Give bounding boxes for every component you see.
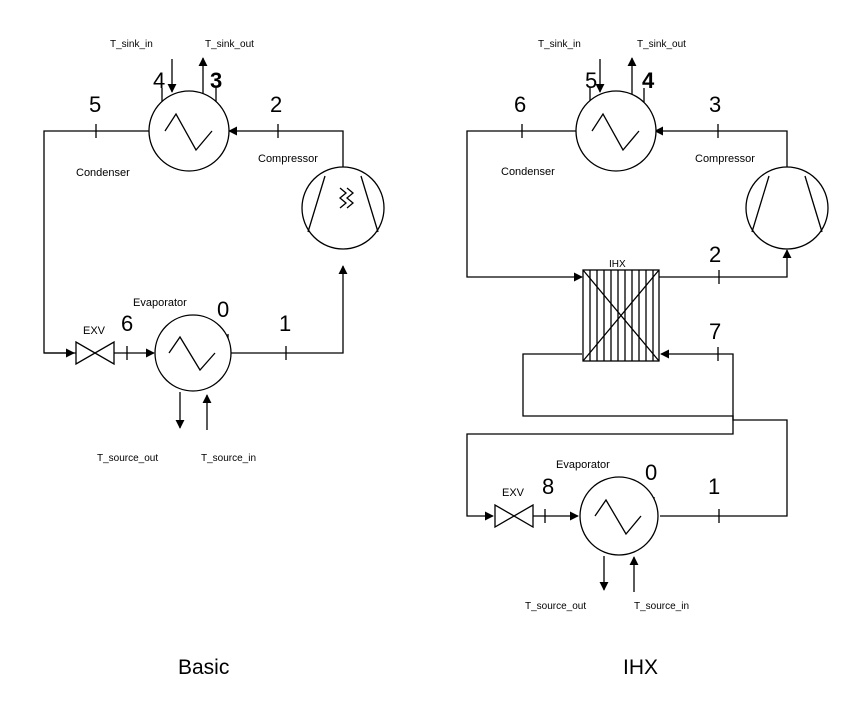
basic-compressor-heat-icon — [338, 187, 355, 209]
basic-condenser-label: Condenser — [76, 167, 130, 179]
basic-state-4: 4 — [153, 68, 165, 93]
ihx-state-0: 0 — [645, 460, 657, 485]
ihx-state-5: 5 — [585, 68, 597, 93]
ihx-source-in-label: T_source_in — [634, 601, 689, 612]
basic-source-out-label: T_source_out — [97, 453, 158, 464]
ihx-cycle: T_sink_in T_sink_out Condenser Compresso… — [466, 39, 829, 679]
basic-sink-in-label: T_sink_in — [110, 39, 153, 50]
basic-state-6: 6 — [121, 311, 133, 336]
basic-evaporator — [154, 314, 232, 392]
ihx-state-1: 1 — [708, 474, 720, 499]
ihx-pipe-condenser-to-ihx — [466, 130, 583, 282]
ihx-state-6: 6 — [514, 92, 526, 117]
ihx-source-out-label: T_source_out — [525, 601, 586, 612]
ihx-pipe-evaporator-to-ihx — [660, 349, 788, 517]
ihx-condenser-label: Condenser — [501, 166, 555, 178]
basic-caption: Basic — [178, 656, 229, 679]
basic-state-3: 3 — [210, 68, 222, 93]
ihx-state-7: 7 — [709, 319, 721, 344]
ihx-pipe-ihx-loop-to-exv — [466, 353, 734, 521]
basic-exv-label: EXV — [83, 325, 106, 337]
basic-pipe-compressor-to-condenser — [228, 126, 344, 167]
basic-compressor — [301, 166, 385, 250]
basic-condenser — [148, 90, 230, 172]
ihx-pipe-ihx-to-compressor — [659, 249, 792, 278]
ihx-heat-exchanger — [582, 269, 660, 362]
ihx-state-4: 4 — [642, 68, 655, 93]
ihx-ihx-label: IHX — [609, 259, 626, 270]
basic-state-1: 1 — [279, 311, 291, 336]
basic-source-in-label: T_source_in — [201, 453, 256, 464]
basic-compressor-label: Compressor — [258, 153, 318, 165]
ihx-evaporator-label: Evaporator — [556, 459, 610, 471]
basic-evaporator-label: Evaporator — [133, 297, 187, 309]
basic-exv — [75, 340, 115, 366]
ihx-exv-label: EXV — [502, 487, 525, 499]
basic-pipe-condenser-to-exv — [43, 130, 149, 354]
ihx-condenser — [575, 90, 657, 172]
ihx-state-2: 2 — [709, 242, 721, 267]
ihx-state-8: 8 — [542, 474, 554, 499]
basic-cycle: T_sink_in T_sink_out Condenser Compresso… — [43, 39, 385, 679]
ihx-compressor — [745, 166, 829, 250]
basic-state-2: 2 — [270, 92, 282, 117]
ihx-evaporator — [579, 476, 659, 556]
basic-state-5: 5 — [89, 92, 101, 117]
basic-sink-out-label: T_sink_out — [205, 39, 254, 50]
ihx-pipe-compressor-to-condenser — [654, 126, 788, 167]
ihx-compressor-label: Compressor — [695, 153, 755, 165]
ihx-caption: IHX — [623, 656, 658, 679]
ihx-state-3: 3 — [709, 92, 721, 117]
basic-state-0: 0 — [217, 297, 229, 322]
ihx-sink-in-label: T_sink_in — [538, 39, 581, 50]
ihx-exv — [494, 503, 534, 529]
basic-pipe-evaporator-to-compressor — [229, 265, 348, 354]
ihx-sink-out-label: T_sink_out — [637, 39, 686, 50]
